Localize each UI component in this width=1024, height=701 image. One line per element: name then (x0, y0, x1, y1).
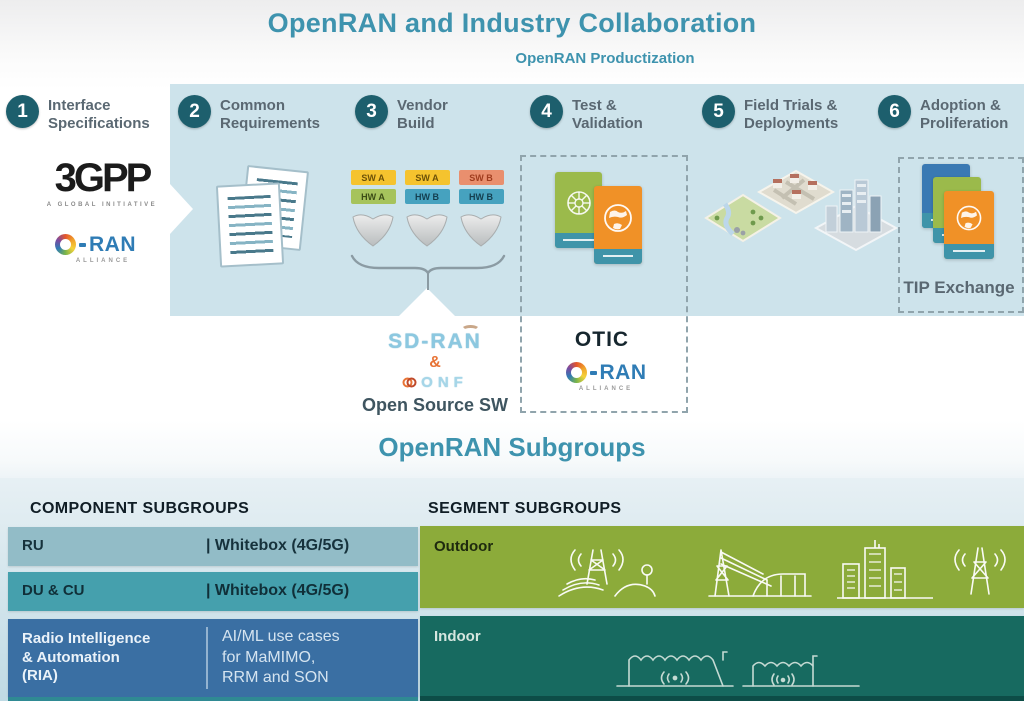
tip-card-globe-icon (944, 191, 994, 259)
oran-dash (79, 242, 86, 247)
onf-wordmark: ONF (421, 374, 468, 391)
step-5: 5 Field Trials & Deployments (702, 95, 867, 132)
step-3: 3 Vendor Build (355, 95, 495, 132)
step-6: 6 Adoption & Proliferation (878, 95, 1023, 132)
outdoor-tower-icon (954, 547, 1006, 595)
radio-unit-icon (460, 214, 502, 247)
productization-subtitle: OpenRAN Productization (515, 50, 695, 67)
onf-logo: ONF (355, 374, 515, 391)
open-source-sw-label: Open Source SW (361, 395, 509, 415)
row-label: Outdoor (434, 538, 494, 555)
row-value: AI/ML use cases for MaMIMO, RRM and SON (206, 627, 340, 689)
threegpp-wordmark: 3GPP (54, 156, 153, 200)
step-4-badge: 4 (530, 95, 563, 128)
table-row-ria: Radio Intelligence & Automation (RIA) AI… (8, 619, 418, 697)
step-5-badge: 5 (702, 95, 735, 128)
row-value: | Whitebox (4G/5G) (206, 582, 350, 600)
documents-icon (215, 182, 285, 268)
otic-dashed-box (520, 155, 688, 413)
component-next-row-edge (8, 697, 418, 701)
step-5-label: Field Trials & Deployments (744, 97, 839, 132)
row-label: DU & CU (22, 582, 85, 600)
step-4-label: Test & Validation (572, 97, 643, 132)
onf-knot-icon (402, 377, 417, 388)
table-row-ru: RU | Whitebox (4G/5G) (8, 527, 418, 566)
brace-tail (427, 272, 429, 290)
threegpp-tagline: A GLOBAL INITIATIVE (46, 202, 158, 208)
oran-alliance-logo: RAN ALLIANCE (55, 234, 155, 264)
oran-alliance-logo-otic: RAN ALLIANCE (556, 362, 656, 392)
globe-certificate-icon (594, 186, 642, 264)
step-2: 2 Common Requirements (178, 95, 343, 132)
otic-label: OTIC (574, 328, 630, 351)
hw-chip: HW B (458, 189, 504, 204)
sdran-logo: SD-RAN (388, 330, 482, 353)
indoor-venue-icon (616, 651, 860, 687)
oran-wordmark: RAN (599, 361, 647, 384)
row-label: Radio Intelligence & Automation (RIA) (22, 629, 151, 685)
sw-chip: SW A (404, 170, 450, 185)
hw-chip: HW B (404, 189, 450, 204)
outdoor-city-icon (837, 540, 933, 599)
threegpp-logo: 3GPP A GLOBAL INITIATIVE (42, 158, 162, 208)
oran-tagline: ALLIANCE (578, 386, 634, 392)
table-row-outdoor: Outdoor (420, 526, 1024, 608)
component-subgroups-header: COMPONENT SUBGROUPS (30, 500, 250, 517)
step-6-badge: 6 (878, 95, 911, 128)
row-label: RU (22, 537, 44, 555)
page-title: OpenRAN and Industry Collaboration (267, 8, 757, 38)
radio-unit-icon (352, 214, 394, 247)
oran-ring-icon (55, 234, 76, 255)
vendor-stack-1: SW A HW A (350, 170, 396, 250)
outdoor-bridge-icon (708, 549, 812, 597)
table-row-du-cu: DU & CU | Whitebox (4G/5G) (8, 572, 418, 611)
step-3-label: Vendor Build (397, 97, 448, 132)
suburb-tile-icon (756, 169, 836, 215)
subgroups-title: OpenRAN Subgroups (378, 432, 646, 462)
city-tile-icon (813, 179, 899, 252)
vendor-stack-3: SW B HW B (458, 170, 504, 250)
step-2-label: Common Requirements (220, 97, 321, 132)
step-1: 1 Interface Specifications (6, 95, 166, 132)
table-row-indoor: Indoor (420, 616, 1024, 696)
outdoor-farm-icon (558, 549, 656, 597)
segment-next-row-edge (420, 696, 1024, 701)
sw-chip: SW A (350, 170, 396, 185)
step-2-badge: 2 (178, 95, 211, 128)
step-1-badge: 1 (6, 95, 39, 128)
radio-unit-icon (406, 214, 448, 247)
panel-notch (399, 288, 455, 316)
tip-exchange-label: TIP Exchange (903, 278, 1015, 297)
step-6-label: Adoption & Proliferation (920, 97, 1009, 132)
oran-wordmark: RAN (89, 233, 136, 256)
oran-dash (589, 370, 597, 375)
step-4: 4 Test & Validation (530, 95, 670, 132)
sdran-arc-icon (461, 325, 480, 335)
oran-tagline: ALLIANCE (75, 258, 131, 264)
sw-chip: SW B (458, 170, 504, 185)
segment-subgroups-header: SEGMENT SUBGROUPS (428, 500, 622, 517)
step-1-label: Interface Specifications (48, 97, 150, 132)
step-3-badge: 3 (355, 95, 388, 128)
row-value: | Whitebox (4G/5G) (206, 537, 350, 555)
tip-dashed-box (898, 157, 1024, 313)
vendor-stack-2: SW A HW B (404, 170, 450, 250)
flow-arrow-icon (170, 184, 193, 234)
oran-ring-icon (565, 362, 587, 383)
row-label: Indoor (434, 628, 481, 645)
ampersand: & (429, 354, 441, 371)
hw-chip: HW A (350, 189, 396, 204)
rural-tile-icon (704, 193, 782, 243)
